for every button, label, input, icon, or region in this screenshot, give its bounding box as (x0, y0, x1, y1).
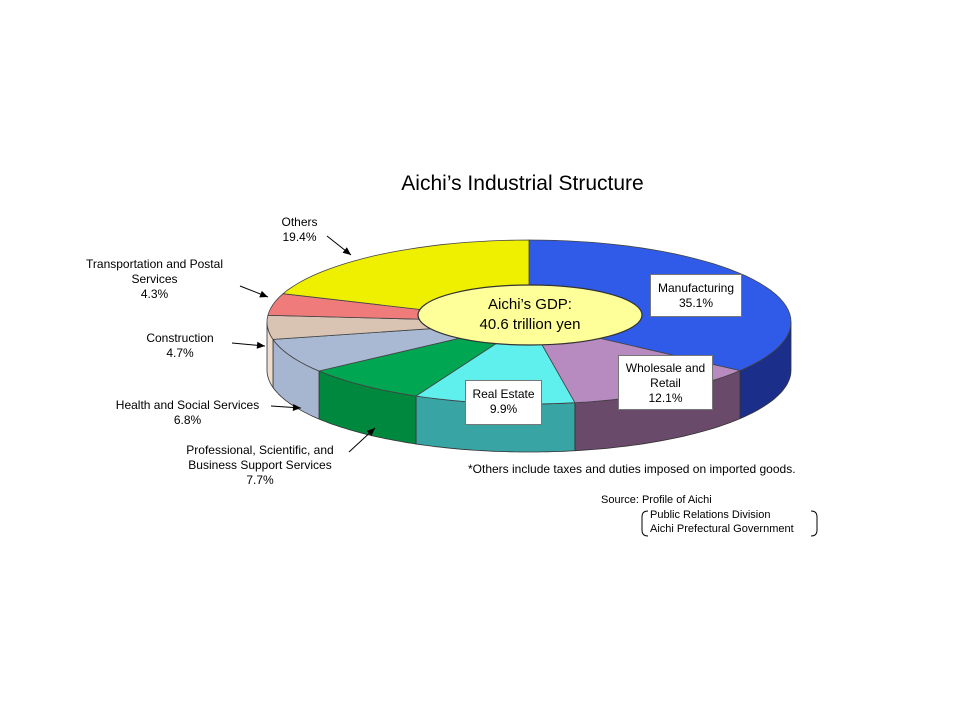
construction-label: Construction 4.7% (130, 331, 230, 361)
wholesale-label: Wholesale and Retail 12.1% (618, 355, 713, 410)
health-value: 6.8% (173, 413, 202, 427)
wholesale-name-line2: Retail (650, 376, 681, 390)
real-estate-label: Real Estate 9.9% (465, 380, 542, 425)
transport-label: Transportation and Postal Services 4.3% (72, 257, 237, 302)
professional-value: 7.7% (246, 473, 274, 487)
wholesale-value: 12.1% (648, 391, 683, 405)
gdp-label-value: 40.6 trillion yen (479, 316, 581, 333)
transport-name-line2: Services (131, 272, 178, 286)
construction-arrow-head (256, 341, 265, 349)
transport-name-line1: Transportation and Postal (86, 257, 223, 271)
transport-arrow-head (259, 290, 268, 298)
professional-name-line2: Business Support Services (188, 458, 332, 472)
wholesale-name-line1: Wholesale and (625, 361, 706, 375)
professional-label: Professional, Scientific, and Business S… (170, 443, 350, 488)
others-label: Others 19.4% (262, 215, 337, 245)
manufacturing-value: 35.1% (678, 296, 714, 310)
real-estate-name: Real Estate (472, 387, 535, 401)
gdp-center-ellipse (417, 284, 643, 346)
gdp-center-label: Aichi’s GDP: 40.6 trillion yen (418, 285, 642, 345)
others-arrow-head (342, 247, 351, 255)
real-estate-value: 9.9% (489, 402, 518, 416)
others-name: Others (281, 215, 318, 229)
source-division: Public Relations Division (650, 509, 771, 521)
construction-value: 4.7% (166, 346, 194, 360)
footnote: *Others include taxes and duties imposed… (468, 462, 796, 476)
others-value: 19.4% (282, 230, 317, 244)
manufacturing-label: Manufacturing 35.1% (650, 274, 742, 317)
chart-title: Aichi’s Industrial Structure (401, 172, 644, 195)
source-line: Source: Profile of Aichi (601, 494, 712, 506)
professional-arrow-head (366, 428, 375, 436)
construction-name: Construction (146, 331, 214, 345)
health-label: Health and Social Services 6.8% (105, 398, 270, 428)
source-government: Aichi Prefectural Government (650, 523, 794, 535)
gdp-label-line1: Aichi’s GDP: (488, 296, 572, 313)
transport-value: 4.3% (140, 287, 169, 301)
source-organization: Public Relations Division Aichi Prefectu… (650, 508, 794, 536)
health-arrow-head (292, 403, 301, 411)
professional-name-line1: Professional, Scientific, and (186, 443, 334, 457)
manufacturing-name: Manufacturing (657, 281, 735, 295)
health-name: Health and Social Services (115, 398, 260, 412)
